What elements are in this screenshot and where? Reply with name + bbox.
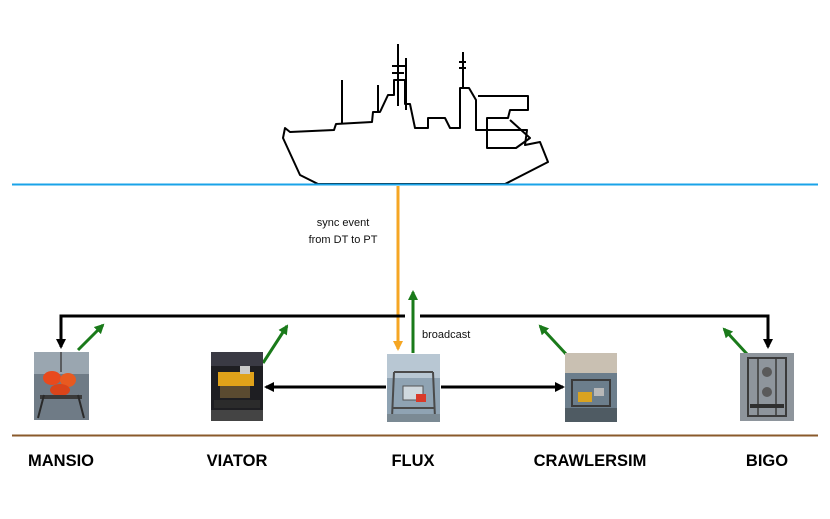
node-label-mansio: MANSIO [28,452,94,470]
mansio-photo [34,352,89,420]
bigo-photo [740,353,794,421]
node-label-crawlersim: CRAWLERSIM [534,452,647,470]
node-label-bigo: BIGO [746,452,788,470]
node-label-viator: VIATOR [207,452,268,470]
sync-event-label-line2: from DT to PT [309,234,378,246]
mansio-broadcast-arrow [76,323,105,352]
viator-broadcast-arrow [261,324,289,364]
viator-photo [211,352,263,421]
flux-photo [387,354,440,422]
crawlersim-broadcast-arrow [538,324,568,356]
broadcast-label: broadcast [422,329,470,341]
node-label-flux: FLUX [391,452,434,470]
bus-line-to-bigo [420,314,773,349]
crawlersim-photo [565,353,617,422]
bus-line-to-mansio [56,314,405,349]
bigo-broadcast-arrow [722,327,749,356]
sync-event-label-line1: sync event [317,217,370,229]
ship-icon [282,44,549,185]
